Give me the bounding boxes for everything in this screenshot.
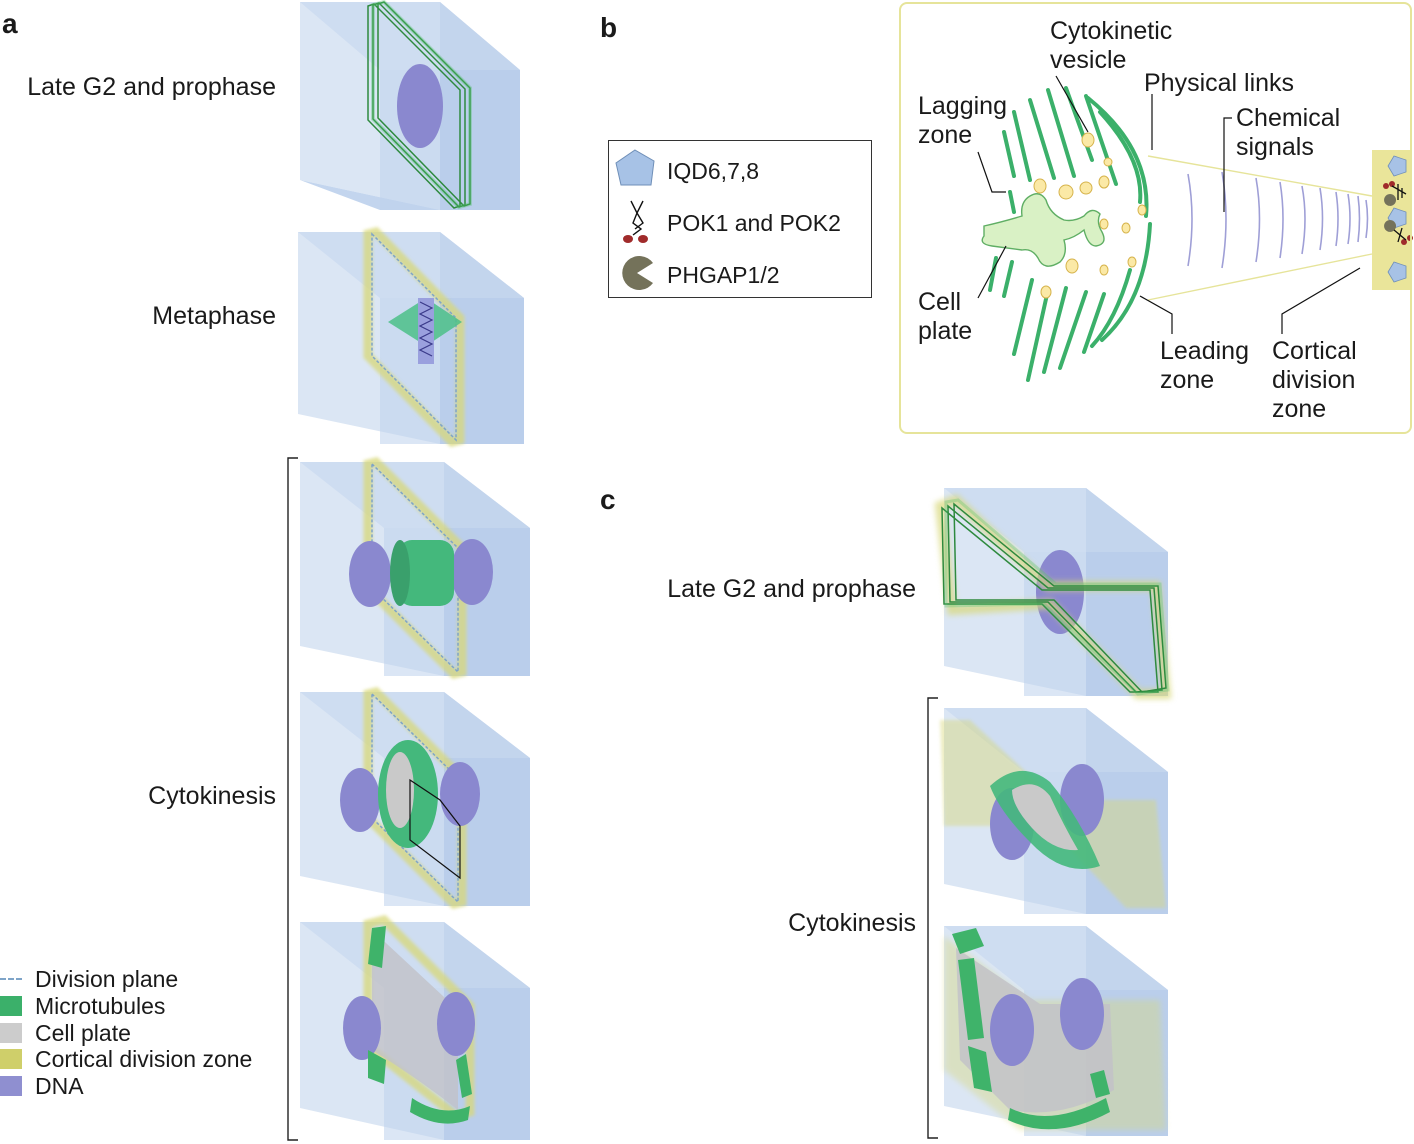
physical-links xyxy=(1147,155,1373,301)
label-line: Physical links xyxy=(1144,69,1295,97)
legend-label: Microtubules xyxy=(35,992,166,1019)
legend-item-microtubules: Microtubules xyxy=(0,993,165,1019)
label-line: plate xyxy=(918,317,973,345)
dna-nucleus xyxy=(397,64,443,148)
cell-plate-swatch xyxy=(0,1023,22,1043)
stage-label-prophase-c: Late G2 and prophase xyxy=(667,575,916,603)
pacman-icon xyxy=(622,256,653,290)
panel-letter-c: c xyxy=(600,484,616,515)
label-line: Leading xyxy=(1160,337,1249,365)
division-plane-swatch xyxy=(0,978,22,980)
kinesin-icon xyxy=(623,200,648,243)
legend-label: PHGAP1/2 xyxy=(667,262,780,288)
legend-panel-b: IQD6,7,8 POK1 and POK2 PHGAP1/2 xyxy=(608,140,872,298)
label-chemical-signals: Chemical signals xyxy=(1236,104,1340,162)
legend-label: IQD6,7,8 xyxy=(667,158,760,184)
cortical-division-zone-box xyxy=(1372,150,1413,290)
cell-metaphase-a xyxy=(298,227,524,447)
label-line: zone xyxy=(918,121,973,149)
label-cell-plate: Cell plate xyxy=(918,288,972,346)
label-lagging-zone: Lagging zone xyxy=(918,92,1007,150)
stage-label-metaphase-a: Metaphase xyxy=(152,302,276,330)
panel-letter-b: b xyxy=(600,12,618,43)
label-line: Cytokinetic xyxy=(1050,17,1173,45)
dna-swatch xyxy=(0,1076,22,1096)
stage-label-cytokinesis-a: Cytokinesis xyxy=(148,782,276,810)
legend-label: Division plane xyxy=(35,965,179,992)
label-line: zone xyxy=(1272,395,1327,423)
label-line: Cortical xyxy=(1272,337,1357,365)
cortical-division-zone-swatch xyxy=(0,1049,22,1069)
legend-item-dna: DNA xyxy=(0,1073,84,1099)
pentagon-icon xyxy=(615,149,655,186)
legend-label: POK1 and POK2 xyxy=(667,210,841,236)
label-line: Lagging xyxy=(918,92,1007,120)
legend-item-cortical-division-zone: Cortical division zone xyxy=(0,1046,252,1072)
legend-item-iqd: IQD6,7,8 xyxy=(609,145,871,195)
label-line: Cell xyxy=(918,288,962,316)
legend-label: DNA xyxy=(35,1072,84,1099)
phragmoplast xyxy=(398,540,454,606)
cell-prophase-c xyxy=(934,488,1172,699)
microtubule-arrays xyxy=(988,86,1152,382)
preprophase-band xyxy=(367,1,471,209)
label-physical-links: Physical links xyxy=(1144,69,1294,98)
legend-label: Cortical division zone xyxy=(35,1045,253,1072)
cell-cytokinesis-a1 xyxy=(300,457,530,679)
microtubules-swatch xyxy=(0,996,22,1016)
legend-label: Cell plate xyxy=(35,1019,131,1046)
phragmoplast-detail-box xyxy=(899,2,1412,434)
stage-label-cytokinesis-c: Cytokinesis xyxy=(788,909,916,937)
label-line: zone xyxy=(1160,366,1215,394)
cell-cytokinesis-a2 xyxy=(300,687,530,909)
legend-item-pok: POK1 and POK2 xyxy=(609,197,871,247)
cytokinetic-vesicles xyxy=(1033,132,1147,299)
legend-item-phgap: PHGAP1/2 xyxy=(609,249,871,299)
cytokinesis-bracket-a xyxy=(287,457,298,1141)
legend-item-cell-plate: Cell plate xyxy=(0,1020,131,1046)
cell-cytokinesis-c2 xyxy=(944,926,1168,1136)
label-leading-zone: Leading zone xyxy=(1160,337,1249,395)
label-line: division xyxy=(1272,366,1356,394)
cell-cytokinesis-a3 xyxy=(300,915,530,1140)
cell-plate-shape xyxy=(981,193,1105,267)
stage-label-prophase-a: Late G2 and prophase xyxy=(27,73,276,101)
leader-lines xyxy=(977,75,1361,334)
cell-cytokinesis-c1 xyxy=(940,708,1168,914)
label-line: vesicle xyxy=(1050,46,1127,74)
legend-item-division-plane: Division plane xyxy=(0,966,178,992)
panel-letter-a: a xyxy=(2,8,18,39)
cytokinesis-bracket-c xyxy=(927,697,938,1139)
label-line: Chemical xyxy=(1236,104,1341,132)
label-line: signals xyxy=(1236,133,1314,161)
cell-prophase-a xyxy=(300,0,520,210)
label-cytokinetic-vesicle: Cytokinetic vesicle xyxy=(1050,17,1172,75)
label-cortical-division-zone: Cortical division zone xyxy=(1272,337,1357,424)
